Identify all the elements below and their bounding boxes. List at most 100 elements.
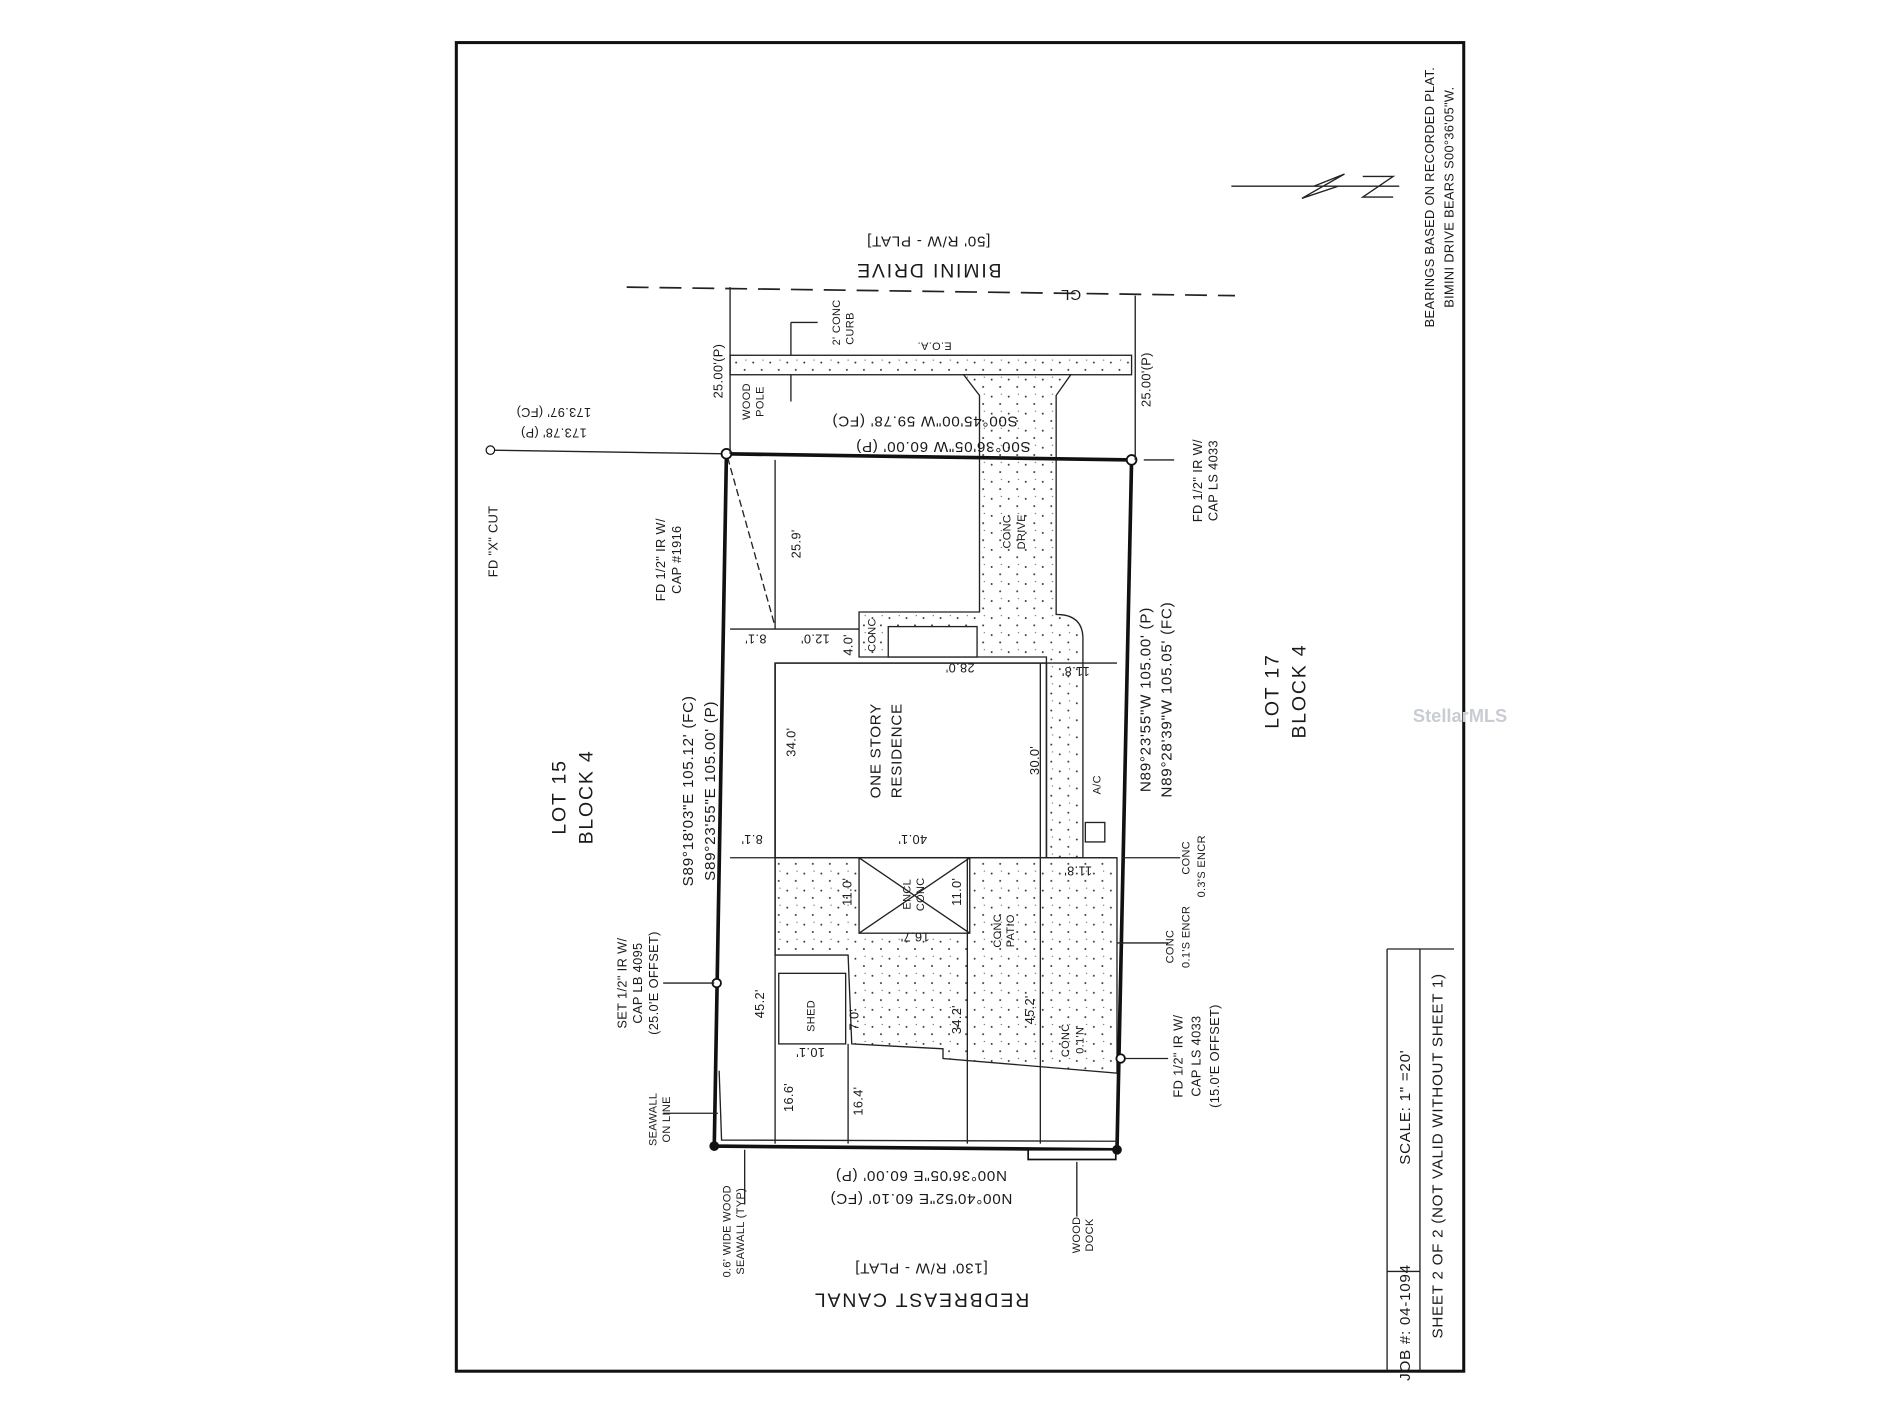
pad-label: CONC: [866, 618, 878, 652]
bearings-note-1: BEARINGS BASED ON RECORDED PLAT.: [1422, 67, 1437, 327]
canal-rw: [130' R/W - PLAT]: [855, 1259, 988, 1276]
watermark: StellarMLS: [1413, 705, 1507, 726]
ac-unit: [1084, 821, 1106, 843]
encroach-1b: 0.3'S ENCR: [1196, 835, 1208, 897]
north-line-plat: S00°36'05"W 60.00' (P): [855, 438, 1030, 455]
curb-label-1: 2' CONC: [831, 299, 843, 345]
drive-label-1: CONC: [1001, 515, 1013, 549]
nw-monument-1: FD 1/2" IR W/: [653, 518, 668, 601]
tie-field: 173.97' (FC): [516, 405, 591, 420]
east-line-field: N89°28'39"W 105.05' (FC): [1158, 602, 1175, 798]
se-monument-3: (15.0'E OFFSET): [1207, 1004, 1222, 1108]
sw-monument-1: SET 1/2" IR W/: [614, 938, 629, 1029]
encroach-2a: CONC: [1165, 930, 1177, 964]
setback-right: 25.00'(P): [1139, 352, 1154, 407]
dimension: 11.0': [949, 878, 964, 906]
west-line-plat: S89°23'55"E 105.00' (P): [702, 701, 719, 881]
encl-label-2: CONC: [915, 877, 927, 911]
concrete-curb: [729, 354, 1133, 376]
lot-17: LOT 17: [1262, 653, 1284, 728]
conc-n-2: 0.1'N: [1074, 1027, 1086, 1054]
dimension: 10.1': [796, 1045, 825, 1060]
encroach-1a: CONC: [1180, 841, 1192, 875]
south-line-field: N00°40'52"E 60.10' (FC): [830, 1190, 1013, 1207]
lot-15: LOT 15: [549, 759, 571, 834]
x-cut-label: FD "X" CUT: [485, 506, 500, 578]
residence: [774, 662, 1048, 859]
dimension: 34.2': [949, 1005, 964, 1034]
road-rw: [50' R/W - PLAT]: [866, 232, 990, 249]
residence-label-1: ONE STORY: [868, 703, 885, 798]
dimension: 16.4': [850, 1087, 865, 1116]
seawall-label-2: ON LINE: [661, 1096, 673, 1142]
east-line-plat: N89°23'55"W 105.00' (P): [1138, 607, 1155, 792]
shed: [778, 972, 847, 1045]
dimension: 40.1': [898, 832, 927, 847]
drive-label-2: DRIVE: [1016, 514, 1028, 549]
wood-dock: [1027, 1148, 1117, 1161]
encl-label-1: ENCL: [902, 879, 914, 910]
road-centerline: [626, 286, 1236, 297]
dimension: 8.1': [741, 832, 763, 847]
dimension: 11.8': [1062, 664, 1090, 679]
setback-left: 25.00'(P): [710, 344, 725, 399]
sw-monument-3: (25.0'E OFFSET): [646, 931, 661, 1035]
concrete-drive: [858, 374, 1084, 859]
ne-monument-2: CAP LS 4033: [1206, 440, 1221, 521]
dimension: 11.8': [1064, 864, 1092, 879]
seawall-label-1: SEAWALL: [647, 1093, 659, 1146]
south-line-plat: N00°36'05"E 60.00' (P): [835, 1167, 1007, 1184]
dimension: 8.1': [745, 631, 767, 646]
nw-monument-2: CAP #1916: [669, 525, 684, 593]
concrete-pad: [887, 625, 978, 658]
dimension: 4.0': [841, 634, 856, 656]
x-cut-monument: [485, 445, 496, 456]
wood-pole-2: POLE: [754, 386, 766, 417]
residence-label-2: RESIDENCE: [888, 703, 905, 798]
curb-label-2: CURB: [845, 312, 857, 344]
dimension: 45.2': [752, 989, 767, 1018]
dock-label-2: DOCK: [1084, 1218, 1096, 1251]
dimension: 45.2': [1022, 995, 1037, 1024]
shed-label: SHED: [806, 1000, 818, 1032]
lot-17-block: BLOCK 4: [1288, 644, 1310, 739]
se-monument-1: FD 1/2" IR W/: [1170, 1014, 1185, 1097]
north-line-field: S00°45'00"W 59.78' (FC): [832, 412, 1018, 429]
road-name: BIMINI DRIVE: [855, 259, 1001, 281]
canal-name: REDBREAST CANAL: [813, 1288, 1029, 1310]
eoa-label: E.O.A.: [917, 340, 951, 352]
sw-monument-2: CAP LB 4095: [630, 943, 645, 1024]
dimension: 7.0': [847, 1009, 862, 1031]
dimension: 25.9': [788, 529, 803, 558]
sheet-border: [454, 41, 1466, 1373]
dimension: 12.0': [801, 631, 830, 646]
job-number: JOB #: 04-1094: [1397, 1264, 1414, 1381]
lot-15-block: BLOCK 4: [576, 749, 598, 844]
north-arrow-icon: [1231, 173, 1400, 199]
scale: SCALE: 1" =20': [1397, 1050, 1414, 1165]
sheet-note: SHEET 2 OF 2 (NOT VALID WITHOUT SHEET 1): [1430, 973, 1447, 1338]
dock-label-1: WOOD: [1071, 1217, 1083, 1254]
encroach-2b: 0.1'S ENCR: [1180, 906, 1192, 968]
west-line-field: S89°18'03"E 105.12' (FC): [680, 695, 697, 886]
ac-label: A/C: [1092, 775, 1104, 794]
dimension: 30.0': [1027, 746, 1042, 775]
dimension: 11.0': [839, 878, 854, 906]
dimension: 34.0': [783, 728, 798, 757]
wood-seawall-2: SEAWALL (TYP): [735, 1188, 747, 1275]
dimension: 16.7': [900, 929, 929, 944]
ne-monument-1: FD 1/2" IR W/: [1190, 439, 1205, 522]
wood-seawall-1: 0.6' WIDE WOOD: [722, 1185, 734, 1277]
seawall: [718, 1070, 1117, 1142]
patio-label-1: CONC: [992, 914, 1004, 948]
patio-label-2: PATIO: [1005, 914, 1017, 947]
title-block: JOB #: 04-1094 SCALE: 1" =20' SHEET 2 OF…: [1386, 948, 1455, 1381]
se-monument-2: CAP LS 4033: [1189, 1016, 1204, 1097]
dimension: 16.6': [781, 1083, 796, 1112]
bearings-note-2: BIMINI DRIVE BEARS S00°36'05"W.: [1442, 86, 1457, 307]
dimension: 28.0': [945, 660, 974, 675]
conc-n-1: CONC: [1060, 1023, 1072, 1057]
tie-plat: 173.78' (P): [521, 426, 587, 441]
centerline-label: CL: [1060, 286, 1081, 303]
